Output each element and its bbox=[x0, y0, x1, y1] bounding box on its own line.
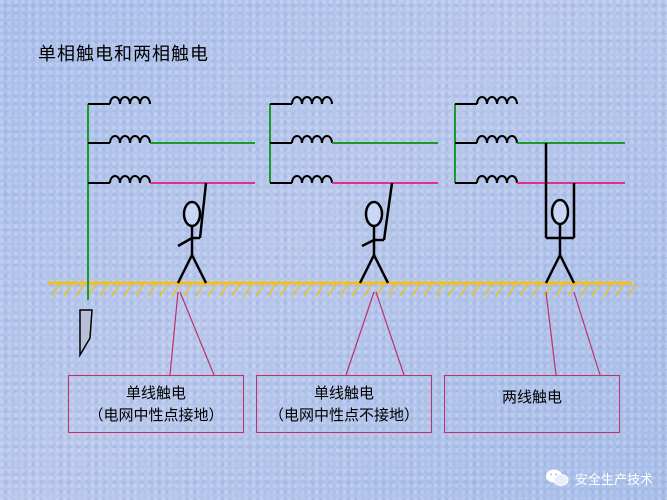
ground-hatch-mark bbox=[351, 283, 361, 297]
ground-hatch-mark bbox=[471, 283, 481, 297]
ground-hatch-mark bbox=[63, 283, 73, 297]
panel-ungrounded-neutral bbox=[269, 96, 438, 376]
box-label-line1: 单线触电 bbox=[125, 384, 186, 402]
panel-two-phase bbox=[454, 96, 625, 376]
panel-grounded-neutral bbox=[79, 96, 255, 376]
ground-hatch-mark bbox=[195, 283, 205, 297]
ground-hatch-mark bbox=[579, 283, 589, 297]
coil-6 bbox=[291, 175, 333, 184]
ground-hatch-mark bbox=[495, 283, 505, 297]
ground-hatch-mark bbox=[147, 283, 157, 297]
ground-hatch-mark bbox=[171, 283, 181, 297]
ground-hatch-mark bbox=[207, 283, 217, 297]
label-box-two-phase: 两线触电 bbox=[444, 375, 620, 433]
ground-hatch-mark bbox=[219, 283, 229, 297]
ground-hatch-mark bbox=[531, 283, 541, 297]
ground-hatch-mark bbox=[435, 283, 445, 297]
ground-strip bbox=[48, 281, 637, 297]
ground-hatch-mark bbox=[423, 283, 433, 297]
ground-hatch-mark bbox=[159, 283, 169, 297]
ground-hatch-mark bbox=[51, 283, 61, 297]
ground-hatch-mark bbox=[399, 283, 409, 297]
ground-hatch-mark bbox=[87, 283, 97, 297]
ground-hatch-mark bbox=[279, 283, 289, 297]
ground-hatch-mark bbox=[387, 283, 397, 297]
ground-hatch-mark bbox=[327, 283, 337, 297]
coil-9 bbox=[476, 175, 518, 184]
ground-hatch-mark bbox=[135, 283, 145, 297]
coil-4 bbox=[291, 96, 333, 105]
ground-hatch-mark bbox=[591, 283, 601, 297]
ground-hatch-mark bbox=[231, 283, 241, 297]
coil-5 bbox=[291, 135, 333, 144]
ground-hatch-mark bbox=[459, 283, 469, 297]
ground-hatch-mark bbox=[303, 283, 313, 297]
ground-hatch-mark bbox=[315, 283, 325, 297]
ground-hatch-mark bbox=[375, 283, 385, 297]
box-label-line1: 单线触电 bbox=[313, 384, 374, 402]
ground-hatch-mark bbox=[603, 283, 613, 297]
ground-hatch-mark bbox=[243, 283, 253, 297]
coil-7 bbox=[476, 96, 518, 105]
ground-hatch-mark bbox=[483, 283, 493, 297]
ground-hatch-mark bbox=[123, 283, 133, 297]
ground-hatch-mark bbox=[555, 283, 565, 297]
ground-hatch-mark bbox=[543, 283, 553, 297]
person-1 bbox=[176, 182, 208, 284]
page-title: 单相触电和两相触电 bbox=[38, 44, 209, 65]
ground-hatch-mark bbox=[447, 283, 457, 297]
ground-hatch-mark bbox=[267, 283, 277, 297]
coil-8 bbox=[476, 135, 518, 144]
person-3 bbox=[544, 143, 576, 284]
ground-electrode bbox=[79, 309, 93, 358]
ground-hatch-mark bbox=[183, 283, 193, 297]
coil-1 bbox=[109, 96, 151, 105]
ground-hatch-mark bbox=[75, 283, 85, 297]
label-box-ungrounded: 单线触电 （电网中性点不接地） bbox=[256, 375, 432, 433]
ground-hatch-mark bbox=[627, 283, 637, 297]
box-label-line2: （电网中性点不接地） bbox=[268, 406, 419, 424]
ground-hatch-mark bbox=[507, 283, 517, 297]
ground-hatch-mark bbox=[411, 283, 421, 297]
coil-2 bbox=[109, 135, 151, 144]
ground-hatch-mark bbox=[615, 283, 625, 297]
ground-hatch-mark bbox=[255, 283, 265, 297]
ground-hatch bbox=[51, 283, 637, 297]
ground-hatch-mark bbox=[339, 283, 349, 297]
ground-hatch-mark bbox=[111, 283, 121, 297]
coil-3 bbox=[109, 175, 151, 184]
ground-hatch-mark bbox=[519, 283, 529, 297]
ground-hatch-mark bbox=[99, 283, 109, 297]
wechat-icon bbox=[545, 469, 569, 486]
ground-hatch-mark bbox=[567, 283, 577, 297]
box-label-line2: （电网中性点接地） bbox=[88, 406, 224, 424]
watermark: 安全生产技术 bbox=[545, 468, 653, 488]
ground-hatch-mark bbox=[363, 283, 373, 297]
person-2 bbox=[358, 182, 394, 284]
box-label-line1: 两线触电 bbox=[501, 388, 562, 406]
label-box-grounded: 单线触电 （电网中性点接地） bbox=[68, 375, 244, 433]
ground-hatch-mark bbox=[291, 283, 301, 297]
watermark-text: 安全生产技术 bbox=[574, 472, 653, 488]
